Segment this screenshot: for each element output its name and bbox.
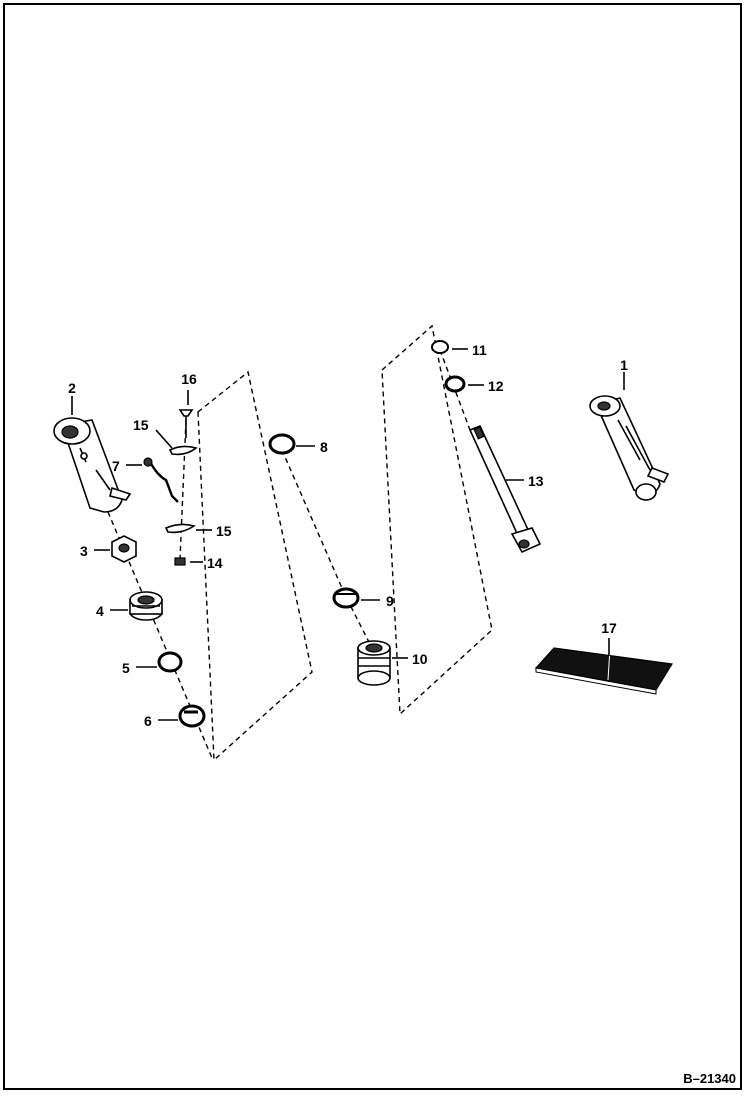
piston-part <box>129 591 163 621</box>
callout-7: 7 <box>112 458 120 474</box>
backup-ring-part <box>332 587 360 609</box>
callout-15-upper: 15 <box>133 417 149 433</box>
cylinder-assembly-part <box>589 395 670 501</box>
callout-14: 14 <box>207 555 223 571</box>
small-nut-part <box>174 557 186 566</box>
callout-17: 17 <box>601 620 617 636</box>
callout-5: 5 <box>122 660 130 676</box>
callout-12: 12 <box>488 378 504 394</box>
centerline-middle <box>281 449 373 649</box>
o-ring-part-8 <box>268 433 296 455</box>
callout-16: 16 <box>181 371 197 387</box>
nut-part <box>111 535 137 563</box>
callout-13: 13 <box>528 473 544 489</box>
screw-part <box>178 409 194 438</box>
callout-15-lower: 15 <box>216 523 232 539</box>
explode-group-outline-right <box>381 324 493 716</box>
explode-group-outline-left <box>197 370 313 762</box>
seal-kit-part <box>534 647 673 695</box>
centerline-fitting <box>179 419 187 561</box>
callout-11: 11 <box>472 342 487 358</box>
clamp-part-upper <box>168 445 198 456</box>
figure-reference-code: B–21340 <box>683 1071 736 1086</box>
cylinder-barrel-part <box>53 417 132 513</box>
clamp-part-lower <box>164 523 196 534</box>
callout-3: 3 <box>80 543 88 559</box>
o-ring-part-5 <box>157 651 183 673</box>
wear-ring-part <box>178 704 206 728</box>
o-ring-part-11 <box>431 340 449 354</box>
callout-10: 10 <box>412 651 428 667</box>
gland-head-part <box>357 640 391 686</box>
callout-8: 8 <box>320 439 328 455</box>
callout-6: 6 <box>144 713 152 729</box>
leader-15a <box>155 429 173 449</box>
o-ring-part-12 <box>444 375 466 393</box>
piston-rod-part <box>468 424 542 554</box>
tube-line-part <box>143 457 179 503</box>
callout-1: 1 <box>620 357 628 373</box>
callout-4: 4 <box>96 603 104 619</box>
callout-2: 2 <box>68 380 76 396</box>
callout-9: 9 <box>386 593 394 609</box>
